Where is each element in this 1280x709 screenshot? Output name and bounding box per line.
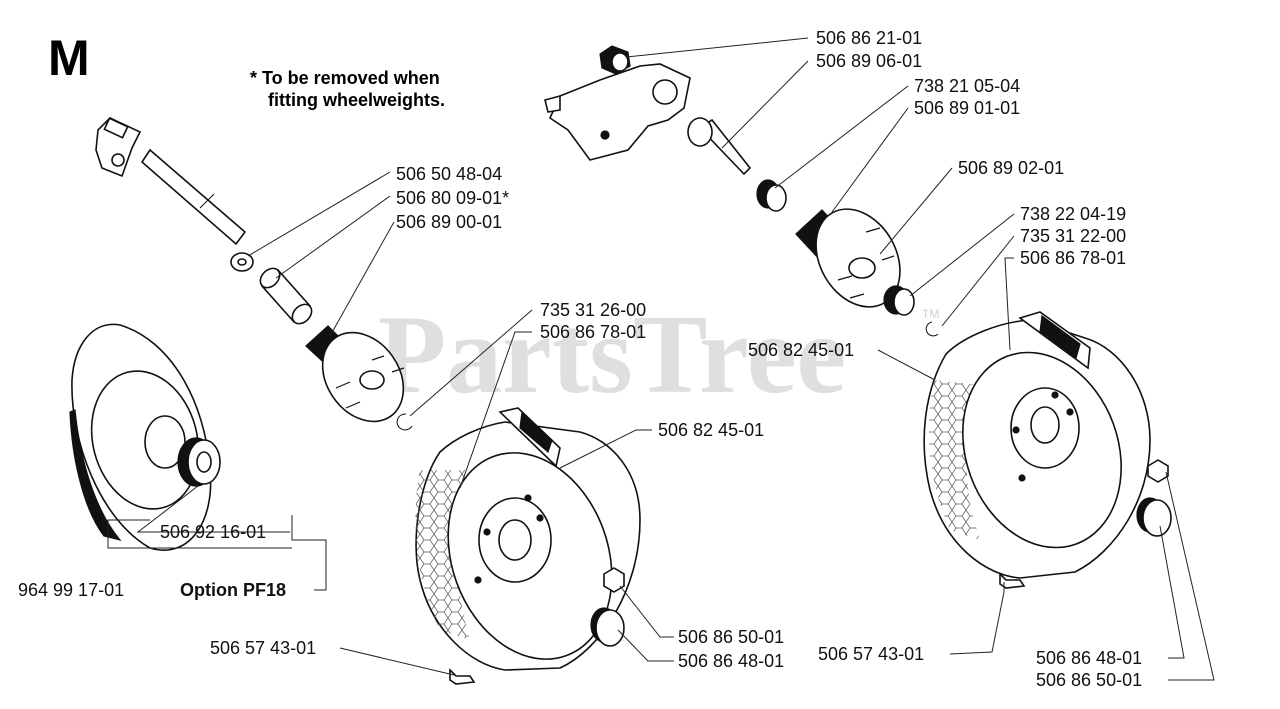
note-line-1: * To be removed when (250, 68, 440, 88)
label-506-82-45-01-right: 506 82 45-01 (748, 340, 854, 360)
label-506-89-00-01: 506 89 00-01 (396, 212, 502, 232)
left-axle-assembly (95, 117, 641, 685)
left-axle-shaft (140, 148, 247, 246)
label-506-86-78-01-right: 506 86 78-01 (1020, 248, 1126, 268)
watermark: PartsTree TM (378, 293, 940, 417)
label-964-99-17-01: 964 99 17-01 (18, 580, 124, 600)
label-506-92-16-01: 506 92 16-01 (160, 522, 266, 542)
label-506-50-48-04: 506 50 48-04 (396, 164, 502, 184)
label-506-86-48-01-left: 506 86 48-01 (678, 651, 784, 671)
washer-506-50-48-04 (230, 252, 254, 272)
clip-735-31-22-00 (925, 321, 939, 337)
label-506-89-06-01: 506 89 06-01 (816, 51, 922, 71)
left-tire-506-82-45-01 (415, 407, 641, 671)
watermark-text: PartsTree (378, 293, 847, 417)
label-506-86-50-01-left: 506 86 50-01 (678, 627, 784, 647)
label-738-22-04-19: 738 22 04-19 (1020, 204, 1126, 224)
label-506-57-43-01-left: 506 57 43-01 (210, 638, 316, 658)
label-506-57-43-01-right: 506 57 43-01 (818, 644, 924, 664)
part-labels: 506 86 21-01 506 89 06-01 738 21 05-04 5… (18, 28, 1142, 690)
label-506-89-01-01: 506 89 01-01 (914, 98, 1020, 118)
hubcap-506-86-48-01-right (1136, 497, 1172, 537)
option-pf18-wheel (69, 323, 221, 551)
label-506-86-78-01-left: 506 86 78-01 (540, 322, 646, 342)
nut-506-86-50-01-left (603, 567, 625, 593)
label-506-86-48-01-right: 506 86 48-01 (1036, 648, 1142, 668)
label-735-31-26-00: 735 31 26-00 (540, 300, 646, 320)
spacer-506-80-09-01 (259, 267, 313, 325)
bearing-506-92-16-01 (177, 437, 221, 487)
label-506-89-02-01: 506 89 02-01 (958, 158, 1064, 178)
hubcap-506-86-48-01-left (590, 607, 625, 647)
label-option-pf18: Option PF18 (180, 580, 286, 600)
hub-506-89-00-01 (305, 325, 405, 423)
nut-506-86-21-01 (599, 45, 631, 75)
right-tire-506-82-45-01 (923, 311, 1151, 579)
leader-lines (107, 37, 1215, 681)
label-506-80-09-01: 506 80 09-01* (396, 188, 509, 208)
valve-506-57-43-01-right (999, 572, 1026, 589)
label-506-86-50-01-right: 506 86 50-01 (1036, 670, 1142, 690)
right-axle-assembly (544, 45, 1172, 589)
label-735-31-22-00: 735 31 22-00 (1020, 226, 1126, 246)
spacer-738-22-04-19 (883, 285, 915, 316)
right-axle-bracket (548, 63, 691, 161)
section-letter: M (48, 30, 90, 86)
valve-506-57-43-01-left (449, 668, 476, 685)
watermark-tm: TM (922, 307, 939, 321)
label-738-21-05-04: 738 21 05-04 (914, 76, 1020, 96)
note-line-2: fitting wheelweights. (268, 90, 445, 110)
label-506-82-45-01-left: 506 82 45-01 (658, 420, 764, 440)
spacer-738-21-05-04 (756, 179, 787, 212)
label-506-86-21-01: 506 86 21-01 (816, 28, 922, 48)
clip-735-31-26-00 (396, 413, 413, 431)
nut-506-86-50-01-right (1147, 459, 1169, 483)
